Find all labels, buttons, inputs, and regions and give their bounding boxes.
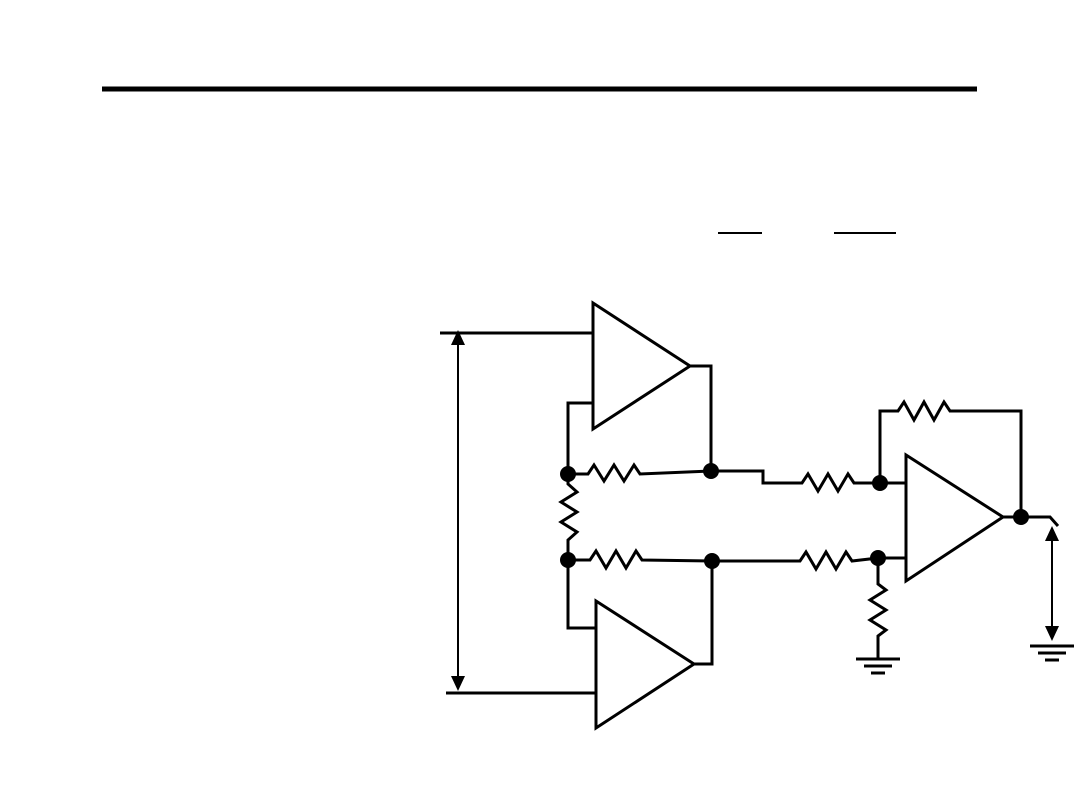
op-amp-bottom-buffer	[594, 598, 697, 731]
output-wire	[1003, 515, 1060, 527]
junction-node	[704, 553, 720, 569]
junction-node	[1013, 509, 1029, 525]
diff-input-resistor-top	[711, 469, 906, 494]
junction-node	[560, 466, 576, 482]
output-voltage-arrow	[1045, 526, 1059, 641]
diff-ground-resistor	[867, 558, 889, 659]
ground-symbol-resistor	[856, 657, 900, 675]
junction-node	[872, 475, 888, 491]
diff-input-resistor-bottom	[712, 549, 906, 572]
op-amp-top-buffer	[591, 300, 693, 432]
top-buffer-inverting-wire	[566, 401, 593, 474]
input-voltage-arrow	[451, 330, 465, 691]
top-buffer-output-wire	[690, 364, 713, 471]
junction-node	[560, 552, 576, 568]
gain-resistor	[558, 474, 580, 560]
bottom-buffer-output-wire	[694, 561, 714, 666]
ground-symbol-output	[1030, 644, 1074, 662]
bottom-buffer-inverting-wire	[566, 560, 596, 630]
top-feedback-resistor	[568, 462, 712, 484]
diff-feedback-resistor	[878, 398, 1023, 517]
junction-node	[703, 463, 719, 479]
op-amp-difference-amplifier	[904, 452, 1006, 584]
bottom-feedback-resistor	[568, 548, 713, 571]
junction-node	[870, 550, 886, 566]
